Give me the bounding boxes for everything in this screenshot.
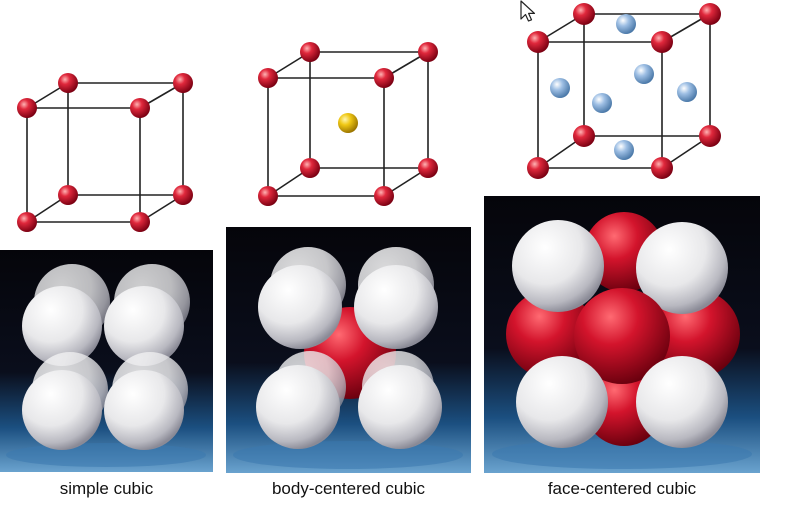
bcc-body-center-atom bbox=[338, 113, 358, 133]
simple-cubic-sphere-model-photo bbox=[0, 250, 213, 472]
body-centered-cubic-lattice-diagram bbox=[258, 42, 438, 206]
fcc-corner-atoms bbox=[527, 3, 721, 179]
face-centered-cubic-sphere-model-photo bbox=[484, 196, 760, 473]
body-centered-cubic-sphere-model-photo bbox=[226, 227, 471, 473]
simple-cubic-corner-atoms bbox=[17, 73, 193, 232]
body-centered-cubic-caption: body-centered cubic bbox=[271, 479, 426, 498]
simple-cubic-edges bbox=[26, 82, 184, 223]
face-centered-cubic-caption: face-centered cubic bbox=[547, 479, 697, 498]
mouse-pointer-icon bbox=[520, 0, 536, 22]
simple-cubic-lattice-diagram bbox=[17, 73, 193, 232]
fcc-face-center-atoms bbox=[550, 14, 697, 160]
simple-cubic-caption: simple cubic bbox=[59, 479, 154, 498]
bcc-corner-atoms bbox=[258, 42, 438, 206]
face-centered-cubic-lattice-diagram bbox=[527, 3, 721, 179]
